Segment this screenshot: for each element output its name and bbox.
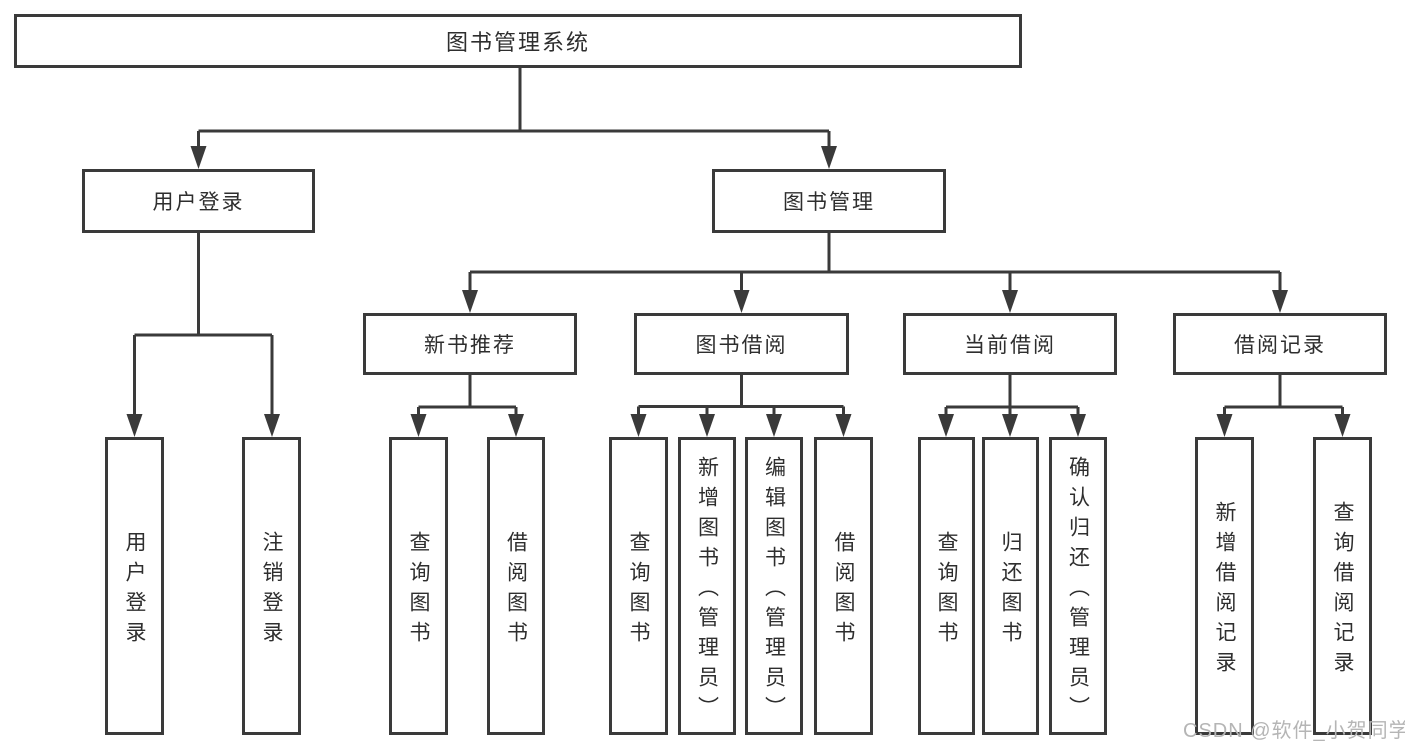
leaf-logout: 注销登录: [242, 437, 301, 735]
leaf-query-borrow-record: 查询借阅记录: [1313, 437, 1372, 735]
leaf-edit-book-admin: 编辑图书（管理员）: [745, 437, 803, 735]
watermark: CSDN @软件_小贺同学: [1183, 720, 1405, 742]
leaf-return-books: 归还图书: [982, 437, 1039, 735]
node-book-management: 图书管理: [712, 169, 946, 233]
leaf-add-borrow-record: 新增借阅记录: [1195, 437, 1254, 735]
leaf-borrow-books-borrowing: 借阅图书: [814, 437, 873, 735]
leaf-query-books-current: 查询图书: [918, 437, 975, 735]
node-user-login: 用户登录: [82, 169, 315, 233]
node-current-borrowing: 当前借阅: [903, 313, 1117, 375]
node-book-borrowing: 图书借阅: [634, 313, 849, 375]
leaf-user-login: 用户登录: [105, 437, 164, 735]
node-library-management-system: 图书管理系统: [14, 14, 1022, 68]
node-borrowing-records: 借阅记录: [1173, 313, 1387, 375]
node-new-book-recommendation: 新书推荐: [363, 313, 577, 375]
leaf-add-book-admin: 新增图书（管理员）: [678, 437, 736, 735]
leaf-borrow-books-recommend: 借阅图书: [487, 437, 545, 735]
leaf-query-books-borrowing: 查询图书: [609, 437, 668, 735]
leaf-confirm-return-admin: 确认归还（管理员）: [1049, 437, 1107, 735]
leaf-query-books-recommend: 查询图书: [389, 437, 448, 735]
